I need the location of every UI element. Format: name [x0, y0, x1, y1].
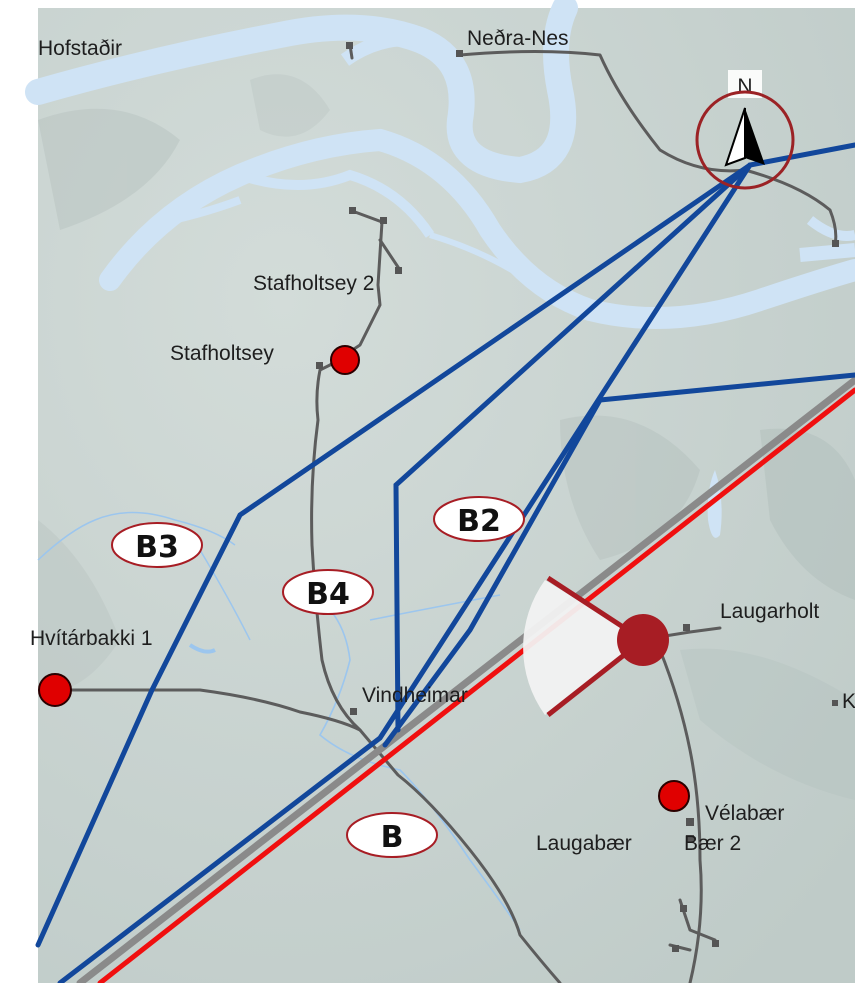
label-baer-2: Bær 2	[684, 832, 741, 855]
route-b2-line	[382, 372, 855, 748]
label-stafholtsey: Stafholtsey	[170, 342, 274, 365]
route-gray-line	[76, 376, 855, 983]
route-label-b2: B2	[457, 504, 501, 539]
route-badge-b4[interactable]: B4	[282, 569, 374, 615]
terrain-shading	[38, 74, 855, 800]
label-laugarholt: Laugarholt	[720, 600, 819, 623]
compass-label: N	[737, 75, 752, 98]
route-badge-b[interactable]: B	[346, 812, 438, 858]
route-lines	[35, 142, 855, 983]
route-label-b4: B4	[306, 577, 350, 612]
label-velabaer: Vélabær	[705, 802, 784, 825]
north-arrow-icon: N	[695, 70, 795, 190]
route-b3-line	[35, 162, 753, 948]
farm-marker-stafholtsey[interactable]	[330, 345, 360, 375]
farm-marker-hvitarbakki[interactable]	[38, 673, 72, 707]
route-b-line	[57, 142, 855, 983]
roads	[53, 43, 838, 983]
route-badge-b2[interactable]: B2	[433, 496, 525, 542]
map-view[interactable]: N Hofstaðir Neðra-Nes Stafholtsey 2 Staf…	[25, 0, 855, 983]
label-laugabaer: Laugabær	[536, 832, 632, 855]
route-b4-line	[393, 162, 753, 733]
buildings	[316, 42, 839, 952]
label-hofstadir: Hofstaðir	[38, 37, 122, 60]
label-stafholtsey-2: Stafholtsey 2	[253, 272, 374, 295]
viewpoint-marker[interactable]	[523, 575, 669, 717]
label-vindheimar: Vindheimar	[362, 684, 468, 707]
label-hvitarbakki: Hvítárbakki 1	[30, 627, 153, 650]
place-labels: Hofstaðir Neðra-Nes Stafholtsey 2 Stafho…	[30, 27, 855, 855]
route-badge-b3[interactable]: B3	[111, 522, 203, 568]
route-label-b3: B3	[135, 530, 179, 565]
route-label-b: B	[381, 820, 404, 855]
route-red-line	[97, 387, 855, 983]
label-k: K	[842, 690, 855, 713]
label-nedra-nes: Neðra-Nes	[467, 27, 569, 50]
farm-marker-velabaer[interactable]	[658, 780, 690, 812]
